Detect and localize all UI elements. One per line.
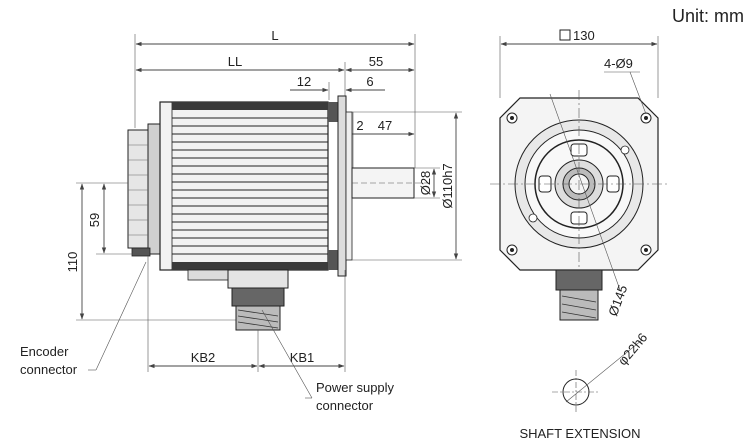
dim-label-55: 55 [369, 54, 383, 69]
encoder-leader [95, 261, 147, 371]
power-leader [261, 309, 313, 399]
unit-label: Unit: mm [672, 6, 744, 26]
dim-label-square: 130 [573, 28, 595, 43]
cooling-fins [172, 117, 328, 255]
dim-label-d28: Ø28 [418, 171, 433, 196]
power-connector [187, 269, 289, 331]
dim-label-59: 59 [87, 213, 102, 227]
dim-label-d145: Ø145 [605, 283, 630, 318]
dim-label-12: 12 [297, 74, 311, 89]
side-view: L LL 55 12 6 2 47 [65, 28, 462, 399]
bolt-holes [506, 112, 652, 256]
shaft-extension-view: φ22h6 SHAFT EXTENSION [519, 330, 650, 441]
dim-label-2: 2 [356, 118, 363, 133]
dim-label-L: L [271, 28, 278, 43]
power-connector-label-2: connector [316, 398, 374, 413]
dim-label-LL: LL [228, 54, 242, 69]
encoder-cap [127, 129, 149, 249]
power-connector-label: Power supply [316, 380, 395, 395]
front-connector [555, 269, 603, 321]
front-view: 130 [490, 28, 668, 321]
dim-label-47: 47 [378, 118, 392, 133]
dim-label-KB2: KB2 [191, 350, 216, 365]
dim-label-d110: Ø110h7 [440, 163, 455, 208]
dim-label-6: 6 [366, 74, 373, 89]
square-symbol-icon [559, 29, 571, 41]
flange [337, 95, 347, 277]
encoder-connector-label: Encoder [20, 344, 69, 359]
shaft-extension-label: SHAFT EXTENSION [519, 426, 640, 441]
dim-label-KB1: KB1 [290, 350, 315, 365]
dim-label-phi22: φ22h6 [615, 330, 651, 368]
dim-label-holes: 4-Ø9 [604, 56, 633, 71]
encoder-connector-label-2: connector [20, 362, 78, 377]
dim-label-110: 110 [65, 252, 80, 273]
motor-body [159, 101, 329, 271]
